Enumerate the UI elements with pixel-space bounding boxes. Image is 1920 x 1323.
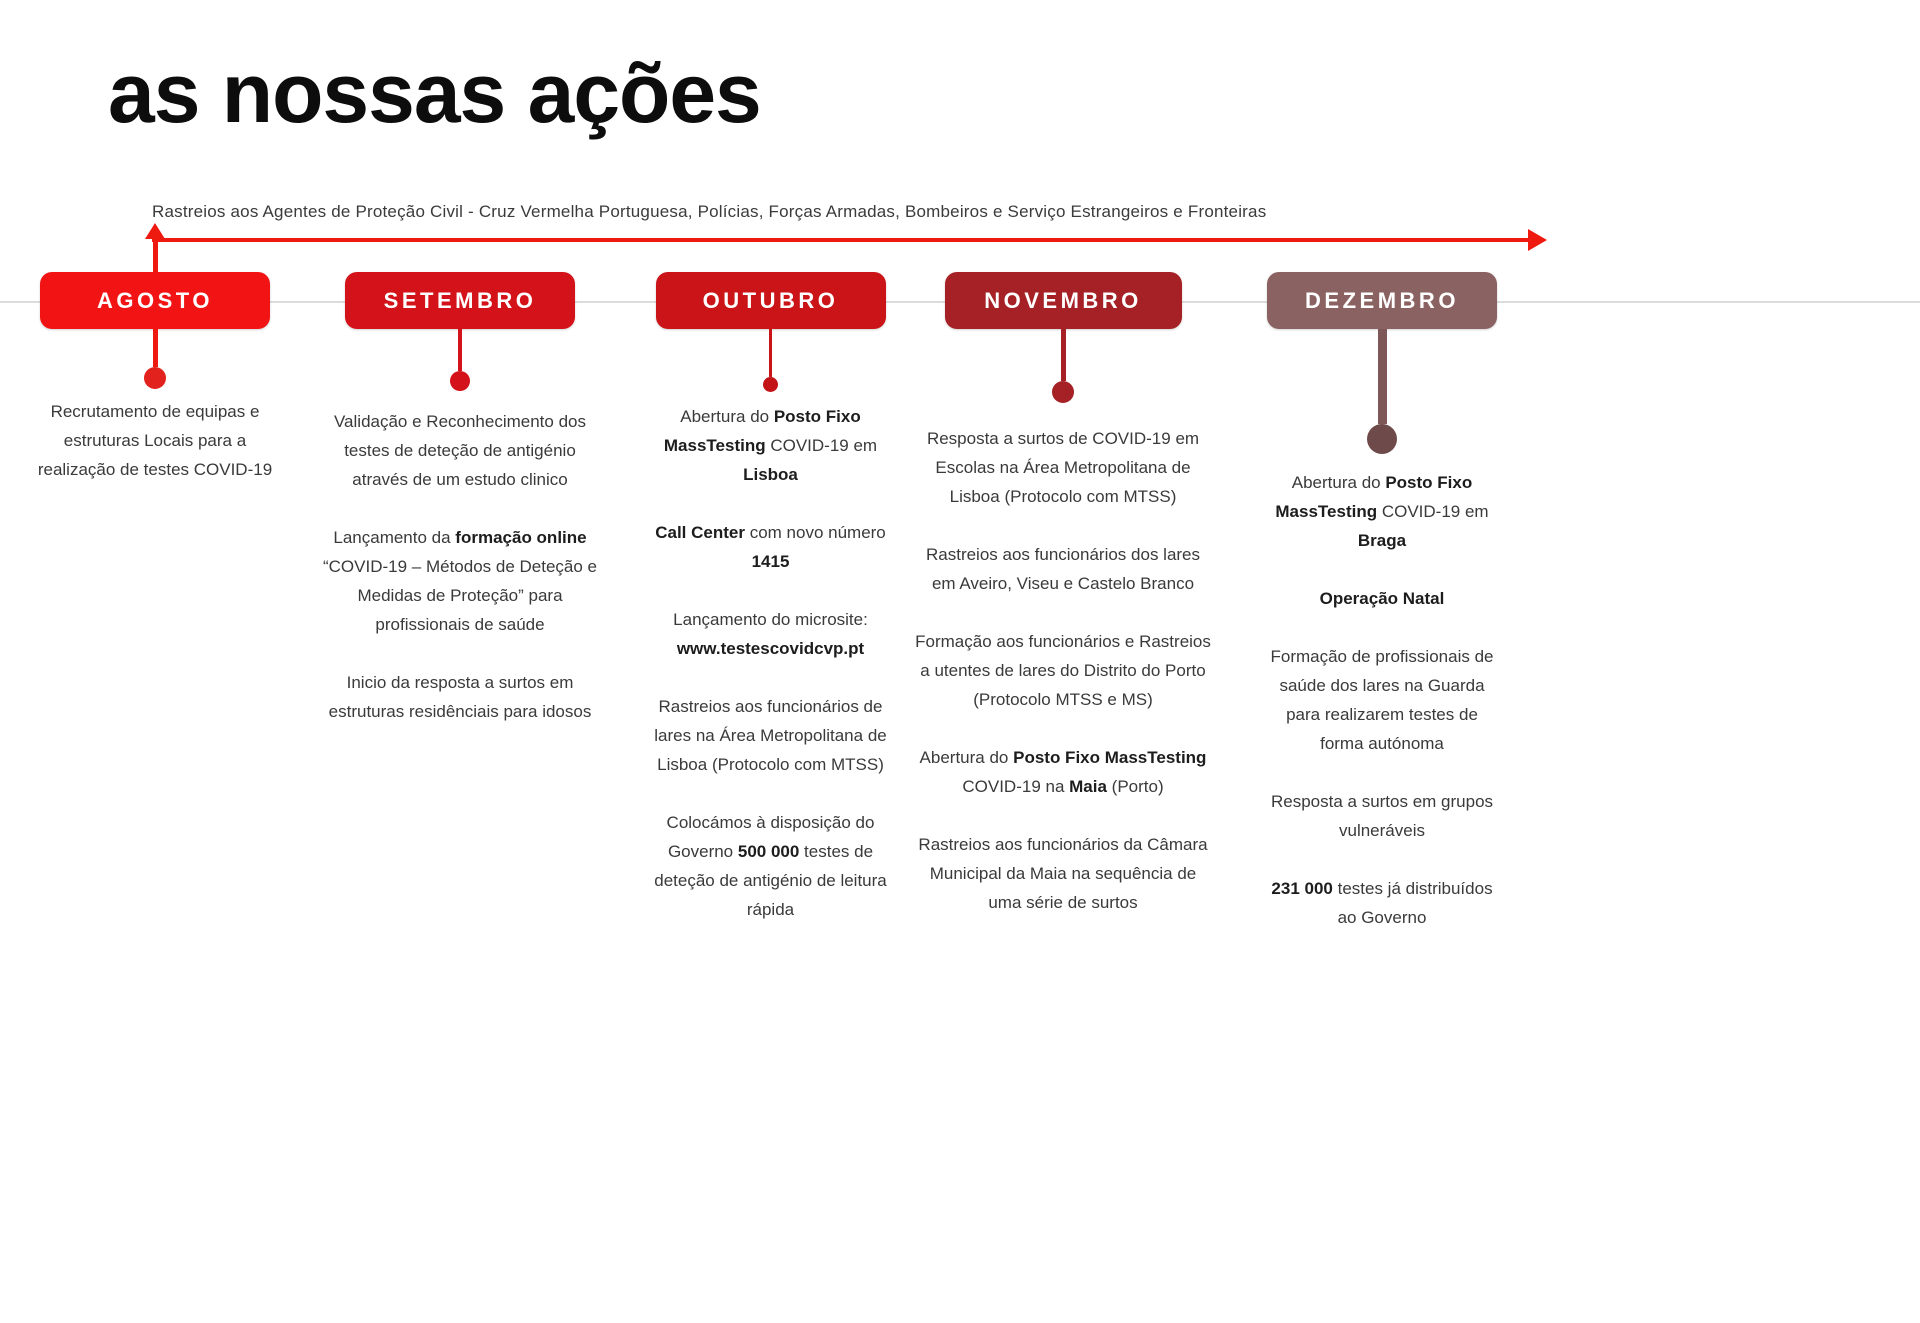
month-badge: OUTUBRO xyxy=(655,272,886,329)
month-body: Validação e Reconhecimento dos testes de… xyxy=(314,407,606,755)
timeline-paragraph: Formação aos funcionários e Rastreios a … xyxy=(915,632,1211,709)
timeline-paragraph: Inicio da resposta a surtos em estrutura… xyxy=(328,673,592,721)
timeline-dot xyxy=(144,367,166,389)
month-column-dezembro: DEZEMBRO Abertura do Posto Fixo MassTest… xyxy=(1232,272,1532,961)
timeline-connector xyxy=(1377,329,1387,424)
timeline-dot xyxy=(1367,424,1397,454)
timeline-paragraph: Rastreios aos funcionários dos lares em … xyxy=(925,545,1201,593)
timeline-paragraph: Abertura do Posto Fixo MassTesting COVID… xyxy=(663,407,878,484)
timeline-paragraph: Rastreios aos funcionários da Câmara Mun… xyxy=(918,835,1208,912)
timeline-paragraph: Recrutamento de equipas e estruturas Loc… xyxy=(37,402,273,479)
page-title: as nossas ações xyxy=(108,46,762,140)
timeline-paragraph: Lançamento do microsite: www.testescovid… xyxy=(673,610,868,658)
month-column-novembro: NOVEMBRO Resposta a surtos de COVID-19 e… xyxy=(898,272,1228,946)
month-body: Resposta a surtos de COVID-19 em Escolas… xyxy=(912,424,1214,946)
arrow-up-icon xyxy=(145,223,165,239)
banner-text: Rastreios aos Agentes de Proteção Civil … xyxy=(152,202,1267,221)
timeline-connector xyxy=(458,329,462,371)
month-badge: SETEMBRO xyxy=(345,272,575,329)
timeline-paragraph: Validação e Reconhecimento dos testes de… xyxy=(333,412,586,489)
timeline-paragraph: Abertura do Posto Fixo MassTesting COVID… xyxy=(1275,473,1489,550)
timeline-paragraph: Resposta a surtos de COVID-19 em Escolas… xyxy=(926,429,1200,506)
timeline-connector xyxy=(769,329,772,377)
timeline-paragraph: Operação Natal xyxy=(1319,589,1445,608)
timeline-paragraph: Colocámos à disposição do Governo 500 00… xyxy=(654,813,887,919)
month-column-outubro: OUTUBRO Abertura do Posto Fixo MassTesti… xyxy=(613,272,928,953)
timeline-paragraph: Rastreios aos funcionários de lares na Á… xyxy=(654,697,887,774)
month-body: Recrutamento de equipas e estruturas Loc… xyxy=(29,397,281,513)
timeline-paragraph: Lançamento da formação online “COVID-19 … xyxy=(322,528,598,634)
month-badge: AGOSTO xyxy=(40,272,270,329)
timeline-connector xyxy=(152,329,158,367)
timeline-connector xyxy=(1060,329,1066,381)
timeline-paragraph: Abertura do Posto Fixo MassTesting COVID… xyxy=(919,748,1207,796)
timeline-dot xyxy=(1052,381,1074,403)
arrow-line-horizontal xyxy=(152,238,1530,242)
month-column-setembro: SETEMBRO Validação e Reconhecimento dos … xyxy=(310,272,610,755)
timeline-paragraph: 231 000 testes já distribuídos ao Govern… xyxy=(1271,879,1493,927)
arrow-line-vertical xyxy=(153,239,158,277)
timeline-paragraph: Resposta a surtos em grupos vulneráveis xyxy=(1270,792,1494,840)
arrow-right-icon xyxy=(1528,229,1547,251)
timeline-dot xyxy=(450,371,470,391)
month-body: Abertura do Posto Fixo MassTesting COVID… xyxy=(642,402,900,953)
timeline-paragraph: Formação de profissionais de saúde dos l… xyxy=(1270,647,1494,753)
month-badge: DEZEMBRO xyxy=(1267,272,1497,329)
month-badge: NOVEMBRO xyxy=(944,272,1182,329)
timeline-paragraph: Call Center com novo número 1415 xyxy=(655,523,886,571)
month-column-agosto: AGOSTO Recrutamento de equipas e estrutu… xyxy=(15,272,295,513)
timeline-dot xyxy=(763,377,778,392)
month-body: Abertura do Posto Fixo MassTesting COVID… xyxy=(1263,468,1501,961)
